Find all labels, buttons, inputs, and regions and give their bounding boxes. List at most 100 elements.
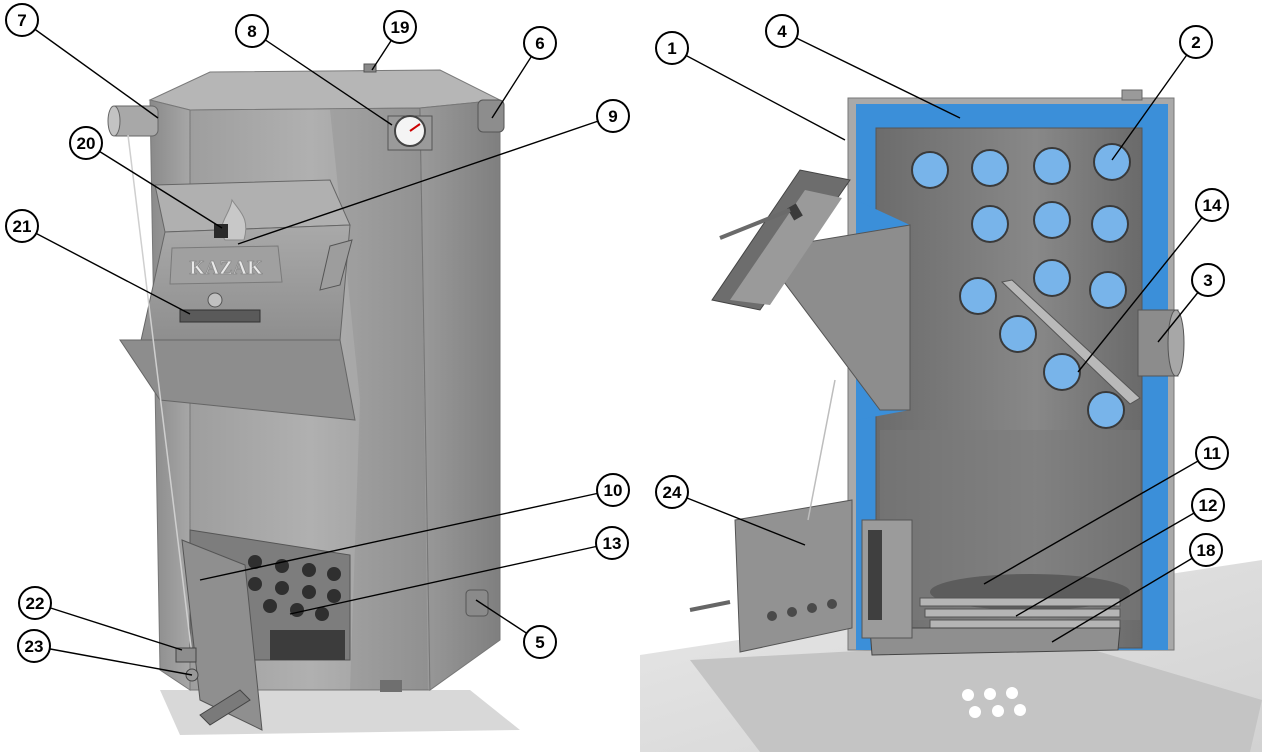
brand-plate [169, 245, 283, 285]
open-ash-door-handle[interactable] [689, 600, 731, 612]
loading-door-peephole[interactable] [787, 203, 803, 221]
chain-regulator[interactable] [175, 647, 197, 663]
callout-number: 7 [17, 11, 26, 30]
callout-10: 10 [199, 473, 630, 581]
callout-badge [596, 99, 630, 133]
callout-leader-line [1051, 549, 1207, 643]
callout-number: 4 [777, 22, 787, 41]
cutaway-shadow [690, 640, 1262, 752]
callout-leader-line [1111, 41, 1197, 161]
ash-door-vent-holes [248, 555, 341, 621]
cutaway-chain [807, 379, 836, 521]
baffle-plate [1000, 279, 1141, 405]
callout-number: 3 [1203, 271, 1212, 290]
front-shading [330, 108, 428, 690]
pipe-right-bottom [465, 589, 489, 617]
callout-number: 9 [608, 107, 617, 126]
loading-door[interactable]: KAZAK [119, 179, 356, 421]
air-damper-knob[interactable] [207, 292, 223, 308]
callout-leader-line [289, 542, 613, 615]
callout-leader-line [21, 19, 159, 119]
callout-badge [595, 526, 629, 560]
callout-badge [655, 31, 689, 65]
callout-badge [5, 209, 39, 243]
callout-badge [5, 3, 39, 37]
ash-door-open-leaf[interactable] [181, 539, 263, 731]
cutaway-top-nozzle [1121, 89, 1143, 101]
callout-24: 24 [655, 475, 806, 546]
ash-door[interactable] [181, 529, 351, 731]
tube [971, 149, 1009, 187]
callout-12: 12 [1015, 488, 1225, 617]
callout-number: 11 [1203, 444, 1221, 463]
open-ash-door-holes [767, 599, 837, 621]
boiler-cutaway [640, 89, 1262, 752]
front-lower-vents [868, 530, 882, 620]
brand-label: KAZAK [189, 257, 263, 279]
callout-leader-line [34, 602, 183, 651]
boiler-top [148, 69, 502, 111]
ash-pan[interactable] [869, 627, 1121, 656]
firebox [880, 430, 1140, 620]
loading-door-rod [719, 208, 791, 240]
callout-14: 14 [1077, 188, 1229, 373]
callout-number: 22 [26, 594, 45, 613]
callout-leader-line [85, 142, 223, 229]
callout-leader-line [21, 225, 191, 315]
callout-13: 13 [289, 526, 629, 615]
open-ash-door[interactable] [734, 499, 853, 653]
callout-badge [383, 10, 417, 44]
callout-badge [596, 473, 630, 507]
loading-chute [759, 224, 911, 411]
callout-1: 1 [655, 31, 846, 141]
thermometer-needle [409, 123, 421, 132]
callout-7: 7 [5, 3, 159, 119]
air-damper[interactable] [179, 309, 261, 323]
callout-leader-line [983, 452, 1213, 585]
callout-9: 9 [237, 99, 630, 245]
callout-badge [655, 475, 689, 509]
callout-22: 22 [18, 586, 183, 651]
callout-number: 19 [391, 18, 410, 37]
door-handle-upper[interactable] [319, 239, 353, 291]
callout-3: 3 [1157, 263, 1225, 343]
callout-leader-line [237, 115, 614, 245]
callout-number: 6 [535, 34, 544, 53]
callout-8: 8 [235, 14, 393, 126]
callout-leader-line [671, 47, 846, 141]
callout-badge [1191, 263, 1225, 297]
ash-door-handle[interactable] [199, 689, 251, 726]
peephole[interactable] [214, 224, 228, 238]
callout-badge [1189, 533, 1223, 567]
tube [959, 277, 997, 315]
loading-door-face [139, 224, 351, 346]
tube [1033, 201, 1071, 239]
tube [1033, 259, 1071, 297]
tube [1087, 391, 1125, 429]
callout-number: 24 [663, 483, 682, 502]
callout-badge [1195, 188, 1229, 222]
callout-number: 23 [25, 637, 44, 656]
callout-number: 13 [603, 534, 622, 553]
loading-door-top [154, 179, 351, 233]
callout-badge [1195, 436, 1229, 470]
floor-vent-spots [962, 687, 1026, 718]
callout-leader-line [781, 30, 961, 119]
callout-badge [523, 625, 557, 659]
tube [1043, 353, 1081, 391]
callout-number: 20 [77, 134, 96, 153]
callout-20: 20 [69, 126, 223, 229]
callout-number: 10 [604, 481, 623, 500]
boiler-foot [380, 680, 402, 692]
callout-leader-line [671, 491, 806, 546]
tube [1033, 147, 1071, 185]
loading-door-skirt [119, 339, 356, 421]
callout-number: 5 [535, 633, 544, 652]
pipe-left-top-end [107, 105, 121, 137]
tube [971, 205, 1009, 243]
boiler-exterior: KAZAK [107, 63, 520, 735]
side-outlet-end [1167, 309, 1185, 377]
top-nozzle [363, 63, 377, 73]
callout-6: 6 [491, 26, 557, 119]
ash-pan-opening [270, 630, 345, 660]
